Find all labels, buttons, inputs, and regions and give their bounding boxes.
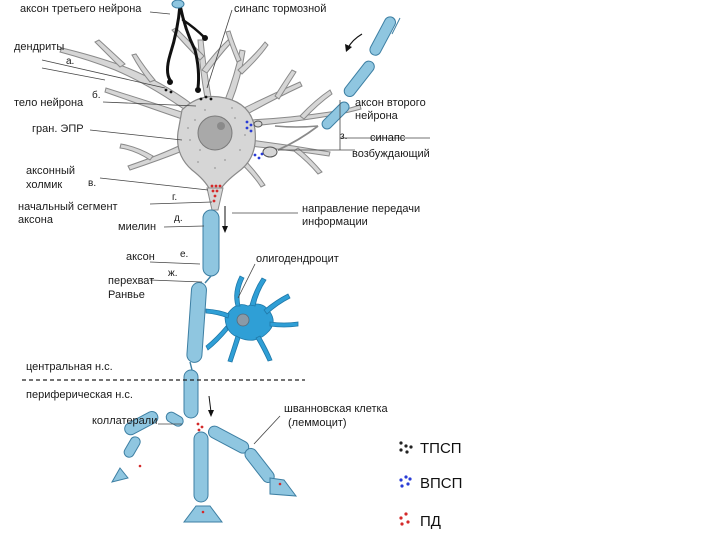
inhibitory-synapse-dots: [164, 88, 213, 101]
label-axon-second-2: нейрона: [355, 110, 399, 122]
letter-e: е.: [180, 249, 188, 260]
action-potential-dots-branch: [138, 422, 282, 514]
legend-dots-icon: [399, 512, 410, 526]
label-initial-segment-2: аксона: [18, 214, 54, 226]
label-initial-segment-1: начальный сегмент: [18, 201, 118, 213]
legend-dots-icon: [399, 475, 412, 488]
legend-label-ipsp: ТПСП: [420, 440, 462, 457]
label-soma: тело нейрона: [14, 97, 84, 109]
label-oligodendrocyte: олигодендроцит: [256, 253, 339, 265]
legend-label-ap: ПД: [420, 513, 441, 530]
legend: ТПСП ВПСП ПД: [399, 440, 462, 530]
action-potential-dots-hillock: [210, 184, 222, 203]
label-pns: периферическая н.с.: [26, 389, 133, 401]
label-node-ranvier-1: перехват: [108, 275, 154, 287]
label-node-ranvier-2: Ранвье: [108, 289, 145, 301]
label-inhibitory-synapse: синапс тормозной: [234, 3, 326, 15]
label-axon-second-1: аксон второго: [355, 97, 426, 109]
label-myelin: миелин: [118, 221, 156, 233]
label-cns: центральная н.с.: [26, 361, 113, 373]
letter-zh: ж.: [168, 268, 177, 279]
arrow-icon: [208, 395, 214, 417]
label-excitatory-synapse-1: синапс: [370, 132, 406, 144]
legend-label-epsp: ВПСП: [420, 475, 462, 492]
label-schwann-1: шванновская клетка: [284, 403, 389, 415]
label-granular-er: гран. ЭПР: [32, 123, 84, 135]
letter-z: з.: [340, 131, 347, 142]
nucleus: [197, 115, 233, 151]
label-schwann-2: (леммоцит): [288, 417, 347, 429]
legend-item-epsp: ВПСП: [399, 475, 462, 492]
direction-arrow-icon: [222, 206, 228, 233]
label-excitatory-synapse-2: возбуждающий: [352, 148, 430, 160]
legend-item-ipsp: ТПСП: [399, 440, 462, 457]
letter-b: б.: [92, 89, 101, 101]
labels: аксон третьего нейрона синапс тормозной …: [14, 3, 430, 429]
label-direction-1: направление передачи: [302, 203, 420, 215]
axon-hillock: [206, 187, 224, 211]
letter-d: д.: [174, 213, 183, 224]
label-hillock-2: холмик: [26, 179, 62, 191]
arrow-icon: [345, 33, 363, 52]
label-hillock-1: аксонный: [26, 165, 75, 177]
legend-item-ap: ПД: [399, 512, 441, 530]
neuron-body: [176, 95, 256, 191]
dendrites: [59, 27, 362, 188]
legend-dots-icon: [399, 441, 413, 454]
letter-v: в.: [88, 178, 96, 189]
letter-g: г.: [172, 192, 177, 203]
label-axon: аксон: [126, 251, 155, 263]
oligodendrocyte: [205, 275, 299, 363]
second-neuron-axon: [253, 16, 401, 158]
label-collaterals: коллатерали: [92, 415, 157, 427]
label-dendrites: дендриты: [14, 41, 64, 53]
label-direction-2: информации: [302, 216, 368, 228]
label-axon-third-neuron: аксон третьего нейрона: [20, 3, 142, 15]
collaterals: [110, 411, 298, 523]
myelinated-axon: [183, 209, 220, 419]
third-neuron-axon: [166, 0, 208, 93]
leader-lines: [41, 9, 430, 445]
letter-a: а.: [66, 56, 74, 67]
excitatory-synapse-dots: [245, 120, 264, 160]
